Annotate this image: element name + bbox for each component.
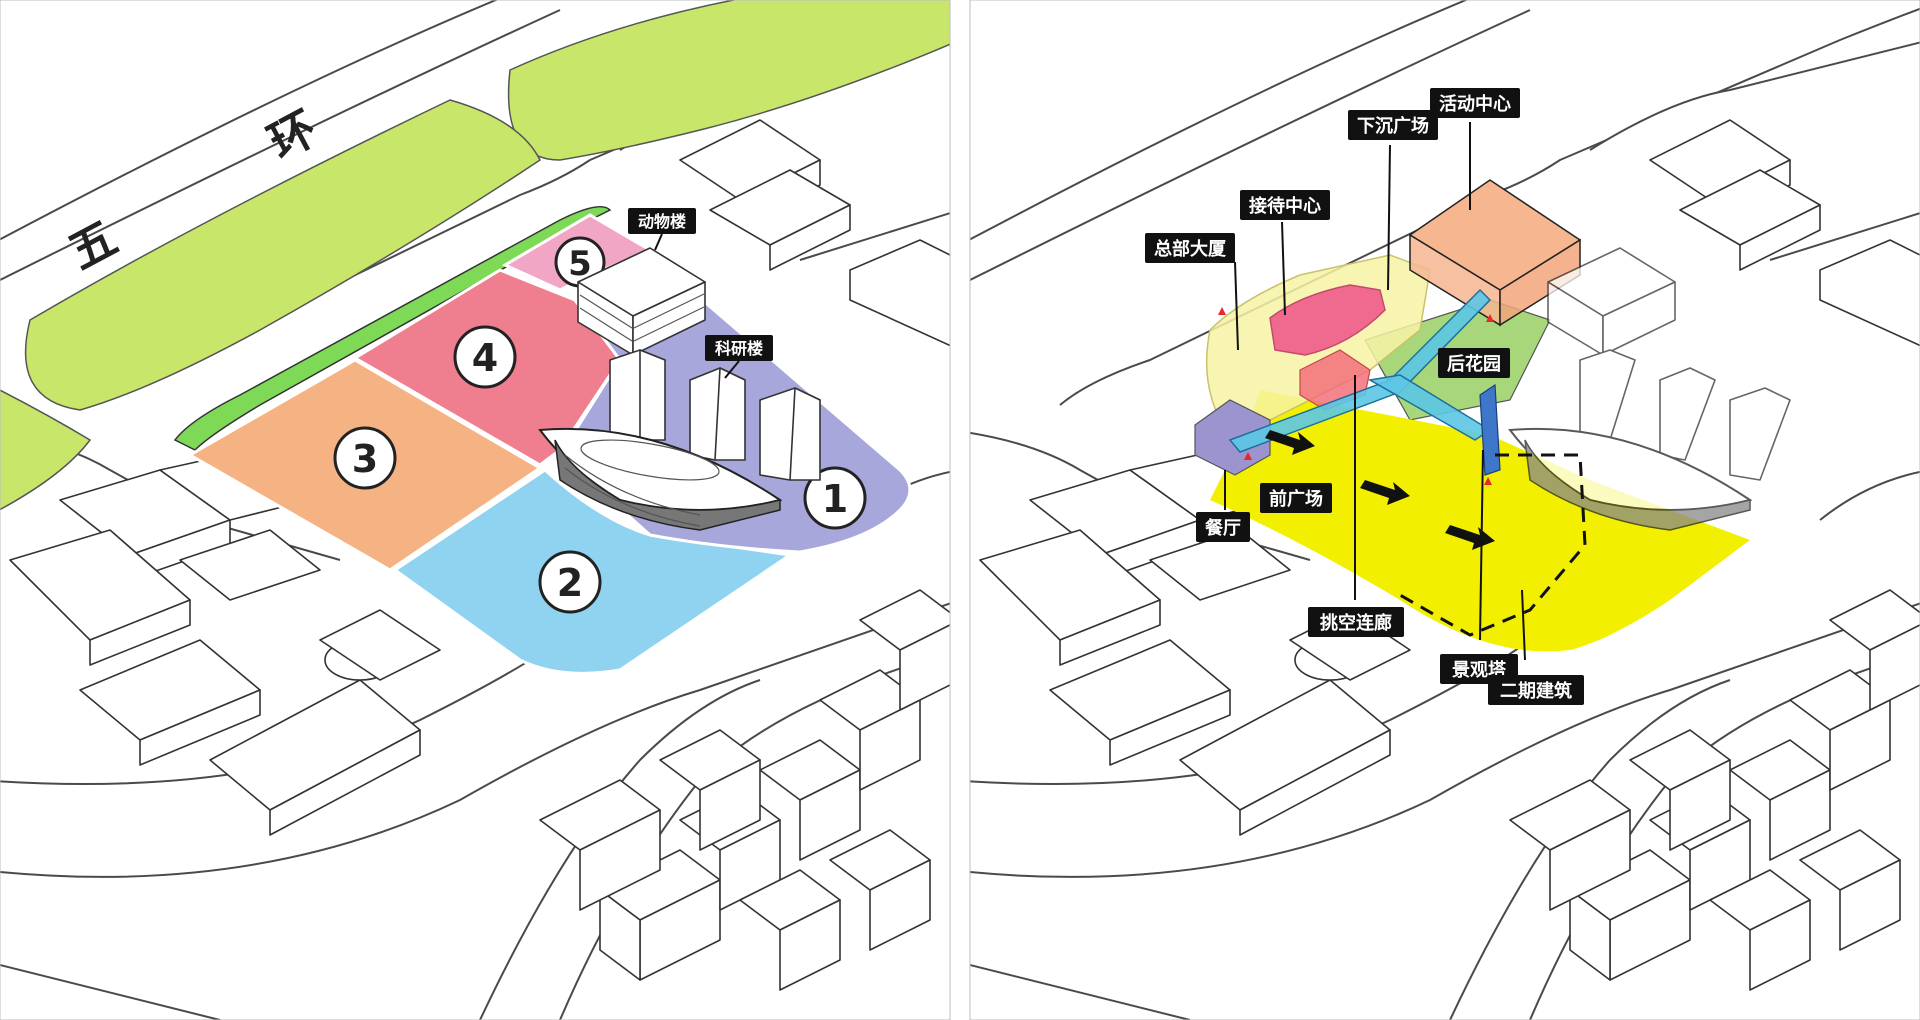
green-belt-west <box>24 99 541 411</box>
svg-text:后花园: 后花园 <box>1447 353 1501 375</box>
animal-building <box>577 247 706 356</box>
svg-text:挑空连廊: 挑空连廊 <box>1320 612 1392 634</box>
right-panel-frame <box>969 0 1920 1020</box>
zone-number-1: 1 <box>803 466 867 530</box>
phase-two-outline <box>1399 453 1587 637</box>
entry-marker-3 <box>1484 477 1492 485</box>
label-sunken-plaza: 下沉广场 <box>1348 110 1438 140</box>
svg-text:2: 2 <box>557 561 583 605</box>
svg-text:动物楼: 动物楼 <box>638 212 686 231</box>
existing-buildings <box>1508 247 1791 531</box>
label-front-plaza: 前广场 <box>1260 483 1332 513</box>
left-panel: 环 五 5 4 3 2 1 <box>0 0 950 1020</box>
label-activity-center: 活动中心 <box>1430 88 1520 118</box>
svg-text:活动中心: 活动中心 <box>1439 93 1511 115</box>
arrow-1 <box>1265 430 1315 455</box>
front-plaza <box>1210 390 1750 652</box>
svg-text:总部大厦: 总部大厦 <box>1154 238 1227 260</box>
entry-marker-1 <box>1218 307 1226 315</box>
svg-text:4: 4 <box>472 336 498 380</box>
main-curved-building <box>538 427 783 531</box>
svg-text:二期建筑: 二期建筑 <box>1500 680 1572 702</box>
research-buildings <box>609 349 821 481</box>
entry-marker-4 <box>1486 314 1494 322</box>
restaurant <box>1194 399 1271 476</box>
svg-text:餐厅: 餐厅 <box>1204 517 1241 539</box>
label-restaurant: 餐厅 <box>1196 512 1250 542</box>
label-phase-two: 二期建筑 <box>1488 675 1584 705</box>
label-skybridge: 挑空连廊 <box>1308 607 1404 637</box>
right-panel: 活动中心 下沉广场 接待中心 总部大厦 后花园 前广场 <box>970 0 1920 1020</box>
svg-text:接待中心: 接待中心 <box>1249 195 1321 217</box>
svg-text:前广场: 前广场 <box>1269 488 1323 510</box>
svg-text:1: 1 <box>822 477 848 521</box>
skybridge <box>1228 288 1492 453</box>
svg-text:科研楼: 科研楼 <box>715 339 763 358</box>
zone-number-2: 2 <box>538 550 602 614</box>
zone-number-3: 3 <box>333 426 397 490</box>
left-panel-frame <box>0 0 951 1020</box>
panel-divider <box>950 0 970 1020</box>
arrow-2 <box>1360 480 1410 505</box>
zone-number-5: 5 <box>554 236 606 288</box>
label-research-building: 科研楼 <box>705 335 773 379</box>
svg-text:下沉广场: 下沉广场 <box>1357 115 1429 137</box>
label-reception-center: 接待中心 <box>1240 190 1330 220</box>
green-belt-edge <box>0 389 92 511</box>
label-back-garden: 后花园 <box>1438 348 1510 378</box>
zone-number-4: 4 <box>453 325 517 389</box>
landscape-tower <box>1479 383 1501 476</box>
svg-text:5: 5 <box>568 244 592 284</box>
leader-lines <box>1224 122 1526 661</box>
entry-marker-2 <box>1244 452 1252 460</box>
reception-center <box>1269 284 1386 356</box>
svg-text:3: 3 <box>352 437 378 481</box>
green-strip <box>173 205 612 451</box>
green-belt-north <box>507 0 950 161</box>
label-animal-building: 动物楼 <box>628 208 696 251</box>
label-hq-tower: 总部大厦 <box>1145 233 1235 263</box>
